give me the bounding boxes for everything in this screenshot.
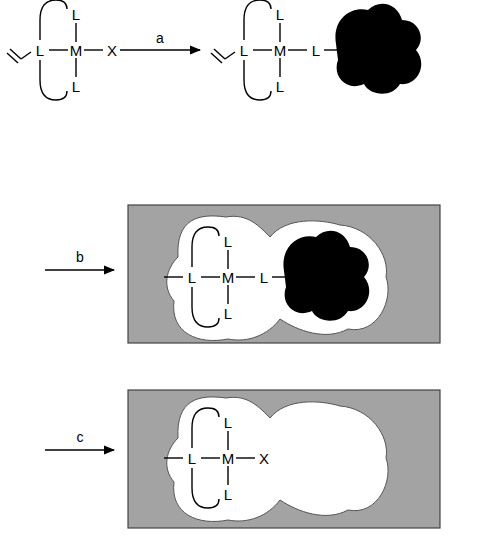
atom-label: L xyxy=(276,7,284,22)
polymer-matrix xyxy=(128,205,440,343)
atom-label: L xyxy=(72,79,80,94)
reaction-arrow xyxy=(45,269,114,270)
step-label: c xyxy=(77,430,84,444)
reaction-arrow xyxy=(120,49,200,50)
atom-label: L xyxy=(224,306,232,321)
metal-complex xyxy=(7,0,103,100)
atom-label: L xyxy=(224,415,232,430)
atom-label: L xyxy=(188,270,196,285)
reaction-arrow xyxy=(45,449,114,450)
atom-label: L xyxy=(36,43,44,58)
atom-label: L xyxy=(224,234,232,249)
atom-label: L xyxy=(312,43,320,58)
polymer-matrix xyxy=(128,390,440,528)
atom-label: L xyxy=(72,7,80,22)
imprinted-cavity xyxy=(164,397,388,522)
atom-label: L xyxy=(240,43,248,58)
step-label: a xyxy=(156,31,164,45)
imprinted-cavity xyxy=(164,216,388,341)
atom-label: L xyxy=(188,451,196,466)
atom-label: M xyxy=(222,270,235,285)
atom-label: X xyxy=(259,451,269,466)
atom-label: L xyxy=(260,270,268,285)
atom-label: M xyxy=(222,451,235,466)
step-label: b xyxy=(76,250,84,264)
atom-label: L xyxy=(224,487,232,502)
metal-complex xyxy=(211,0,421,100)
atom-label: L xyxy=(276,79,284,94)
atom-label: M xyxy=(274,43,287,58)
atom-label: M xyxy=(70,43,83,58)
atom-label: X xyxy=(107,43,117,58)
